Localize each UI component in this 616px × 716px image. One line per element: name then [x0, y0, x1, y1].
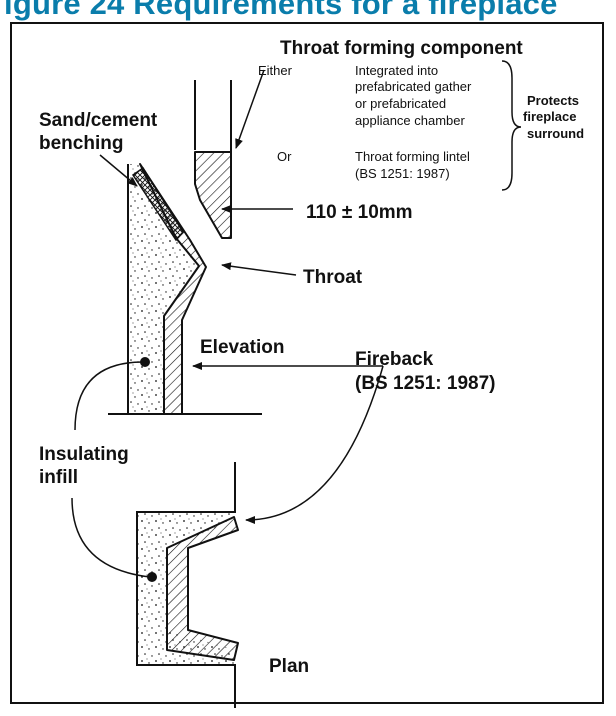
sand-cement-label-line2: benching [39, 133, 123, 154]
protects-line1: Protects [527, 93, 579, 108]
plan-fireback [166, 516, 239, 661]
plan-view [136, 462, 239, 708]
benching-arrow [99, 154, 138, 187]
plan-outer-wall [136, 462, 236, 708]
leader-arrows [71, 69, 384, 578]
throat-component-arrow [235, 69, 265, 149]
throat-arrow [221, 262, 297, 276]
elevation-view [108, 80, 262, 415]
option2-line2: (BS 1251: 1987) [355, 166, 450, 181]
plan-label: Plan [269, 656, 309, 677]
option2-line1: Throat forming lintel [355, 149, 470, 164]
infill-elevation-leader [74, 361, 144, 431]
elevation-insulating-infill [128, 164, 199, 414]
plan-insulating-infill [137, 512, 235, 665]
or-label: Or [277, 149, 292, 164]
option1-line3: or prefabricated [355, 96, 446, 111]
insulating-label-line1: Insulating [39, 444, 129, 465]
protects-line3: surround [527, 126, 584, 141]
sand-cement-label-line1: Sand/cement [39, 110, 158, 131]
insulating-label-line2: infill [39, 467, 78, 488]
plan-infill-dot [147, 572, 157, 582]
elevation-label: Elevation [200, 337, 284, 358]
throat-forming-lintel [194, 151, 232, 239]
header-strip: igure 24 Requirements for a fireplace [0, 0, 616, 22]
protects-line2: fireplace [523, 109, 576, 124]
either-label: Either [258, 63, 293, 78]
throat-label: Throat [303, 267, 363, 288]
option1-line4: appliance chamber [355, 113, 466, 128]
diagram-frame [10, 22, 604, 704]
throat-component-title: Throat forming component [280, 38, 523, 59]
option1-line1: Integrated into [355, 63, 438, 78]
elevation-fireback [139, 163, 207, 415]
elevation-infill-dot [140, 357, 150, 367]
options-brace [501, 60, 522, 191]
fireback-plan-arrow [245, 365, 384, 524]
figure-title: igure 24 Requirements for a fireplace [4, 0, 558, 21]
fireback-label-line2: (BS 1251: 1987) [355, 373, 495, 394]
fireback-label-line1: Fireback [355, 349, 434, 370]
option1-line2: prefabricated gather [355, 79, 472, 94]
dimension-label: 110 ± 10mm [306, 202, 413, 223]
infill-plan-leader [71, 497, 151, 578]
